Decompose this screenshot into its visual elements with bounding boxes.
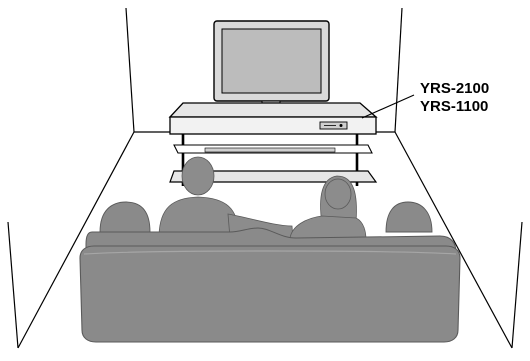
- callout-leader-line: [361, 94, 415, 119]
- tv-rack-soundbar-icon: [168, 102, 378, 186]
- model-callout: YRS-2100 YRS-1100: [420, 80, 525, 116]
- flat-tv-icon: [213, 20, 330, 117]
- model-label-secondary: YRS-1100: [420, 98, 489, 115]
- man-silhouette-icon: [158, 156, 294, 241]
- woman-silhouette-icon: [289, 175, 367, 241]
- sofa-icon: [79, 201, 461, 343]
- model-label-primary: YRS-2100: [420, 80, 490, 97]
